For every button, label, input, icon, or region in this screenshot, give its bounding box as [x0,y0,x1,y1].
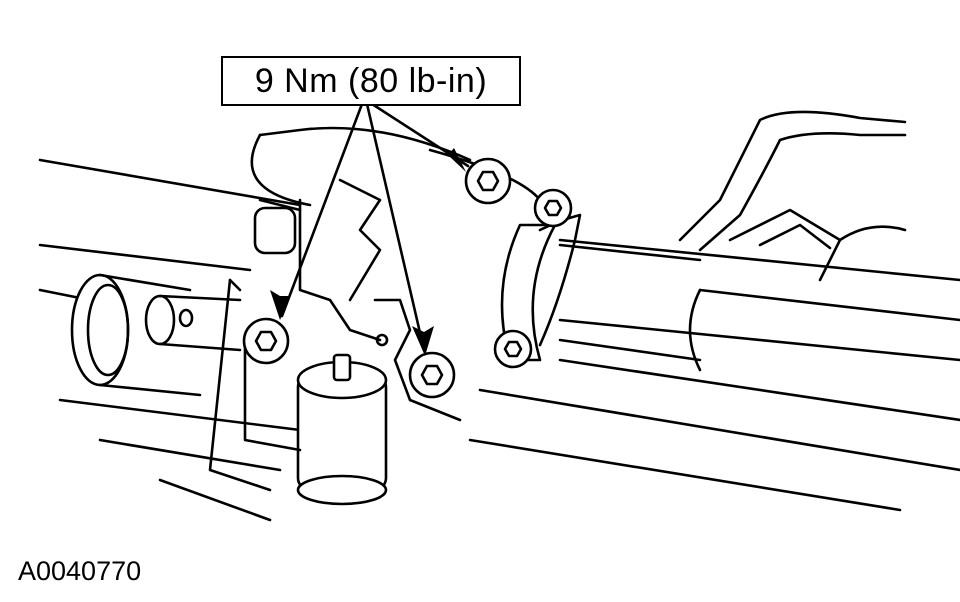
upper-frame [678,110,907,282]
callout-leaders [270,102,470,356]
bolt-center [408,351,456,399]
bolt-clamp-top [533,188,573,228]
bolt-clamp-bottom [493,329,533,369]
torque-label: 9 Nm (80 lb-in) [254,61,488,100]
bolt-top [464,157,512,205]
valve-body [208,178,382,492]
torque-callout: 9 Nm (80 lb-in) [221,56,521,106]
rack-tube [558,243,960,372]
input-shaft [70,273,242,397]
figure-id: A0040770 [18,556,142,586]
bolt-left [242,317,290,365]
solenoid [296,353,388,506]
lower-bracket [243,298,462,452]
